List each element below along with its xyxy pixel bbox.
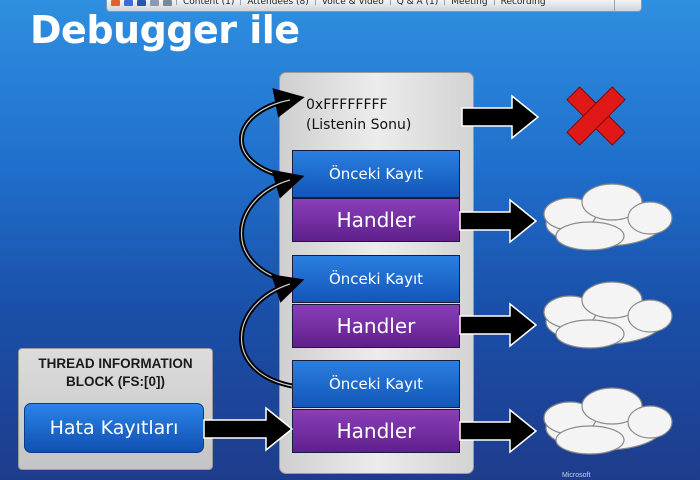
record-3-prev: Önceki Kayıt (292, 360, 460, 408)
arrow-tib-to-record (203, 406, 294, 452)
record-1-handler: Handler (292, 198, 460, 242)
slide-title: Debugger ile (30, 8, 300, 52)
arrow-end-right (461, 94, 540, 140)
arrow-handler-2 (459, 302, 538, 348)
arrow-handler-3 (459, 408, 538, 454)
chain-curve-1-outline (240, 99, 293, 179)
end-marker-caption: (Listenin Sonu) (306, 117, 412, 133)
record-2-prev: Önceki Kayıt (292, 255, 460, 303)
toolbar-menu-icon[interactable] (614, 0, 641, 11)
monitor-icon[interactable] (163, 0, 172, 6)
record-3-handler: Handler (292, 409, 460, 453)
chain-curve-2 (239, 169, 305, 285)
chain-curve-2-outline (241, 179, 293, 283)
toolbar-attendees[interactable]: Attendees (8) (240, 0, 314, 7)
cloud-icon-2 (543, 281, 673, 349)
exception-records-box: Hata Kayıtları (24, 403, 204, 453)
tib-title-line1: THREAD INFORMATION (38, 356, 193, 371)
back-arrow-icon[interactable] (124, 0, 133, 6)
toolbar-icons (107, 0, 176, 11)
chain-curve-3 (239, 274, 305, 389)
toolbar-qa[interactable]: Q & A (1) (389, 0, 445, 7)
record-2-handler: Handler (292, 304, 460, 348)
record-1-prev: Önceki Kayıt (292, 150, 460, 198)
share-icon[interactable] (150, 0, 159, 6)
pause-icon[interactable] (137, 0, 146, 6)
list-end-marker: 0xFFFFFFFF (Listenin Sonu) (306, 95, 456, 135)
app-logo-icon[interactable] (111, 0, 120, 6)
tib-title: THREAD INFORMATION BLOCK (FS:[0]) (19, 355, 212, 391)
chain-curve-3-outline (241, 283, 293, 387)
chain-curve-1 (239, 88, 305, 181)
end-marker-address: 0xFFFFFFFF (306, 97, 388, 113)
tib-title-line2: BLOCK (FS:[0]) (66, 374, 165, 389)
toolbar-meeting[interactable]: Meeting (444, 0, 493, 7)
arrow-handler-1 (459, 198, 538, 244)
meeting-toolbar: Content (1) Attendees (8) Voice & Video … (106, 0, 642, 12)
list-end-cross-icon (566, 86, 626, 146)
toolbar-voice-video[interactable]: Voice & Video (314, 0, 390, 7)
footer-mark: Microsoft (562, 472, 591, 479)
toolbar-content[interactable]: Content (1) (176, 0, 240, 7)
cloud-icon-1 (543, 183, 673, 251)
cloud-icon-3 (543, 387, 673, 455)
toolbar-recording[interactable]: Recording (493, 0, 552, 7)
